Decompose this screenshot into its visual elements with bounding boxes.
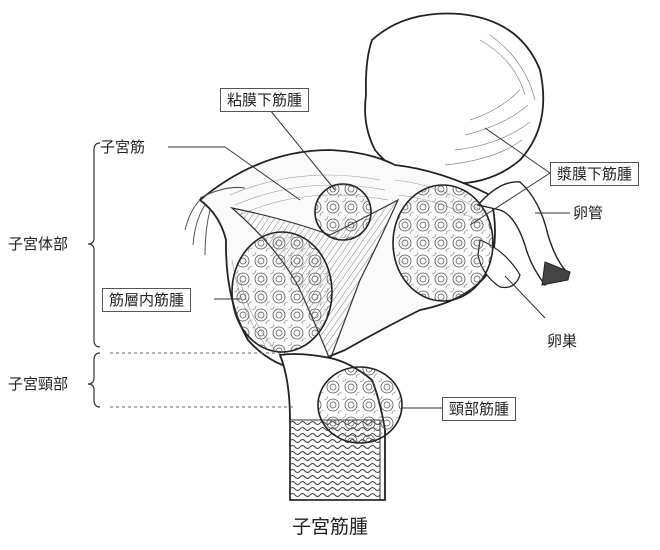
label-ovary: 卵巣 bbox=[547, 331, 577, 351]
figure-caption: 子宮筋腫 bbox=[0, 512, 660, 539]
label-uterine-body: 子宮体部 bbox=[8, 234, 68, 254]
subserosal-fibroid-right-shape bbox=[393, 185, 493, 301]
label-serosal-fibroid: 漿膜下筋腫 bbox=[550, 162, 639, 186]
cervical-fibroid-shape bbox=[318, 367, 402, 443]
label-intramural-fibroid: 筋層内筋腫 bbox=[102, 288, 191, 312]
mucosal-fibroid-shape bbox=[315, 184, 371, 240]
cervix-bracket bbox=[88, 353, 100, 407]
label-uterine-muscle: 子宮筋 bbox=[100, 137, 145, 157]
label-mucosal-fibroid: 粘膜下筋腫 bbox=[220, 88, 309, 112]
intramural-fibroid-shape bbox=[232, 232, 332, 352]
serosal-fibroid-shape bbox=[365, 14, 543, 184]
label-cervix: 子宮頸部 bbox=[8, 374, 68, 394]
uterine-body-bracket bbox=[88, 143, 100, 347]
label-cervical-fibroid: 頸部筋腫 bbox=[442, 397, 516, 421]
label-fallopian-tube: 卵管 bbox=[573, 203, 603, 223]
